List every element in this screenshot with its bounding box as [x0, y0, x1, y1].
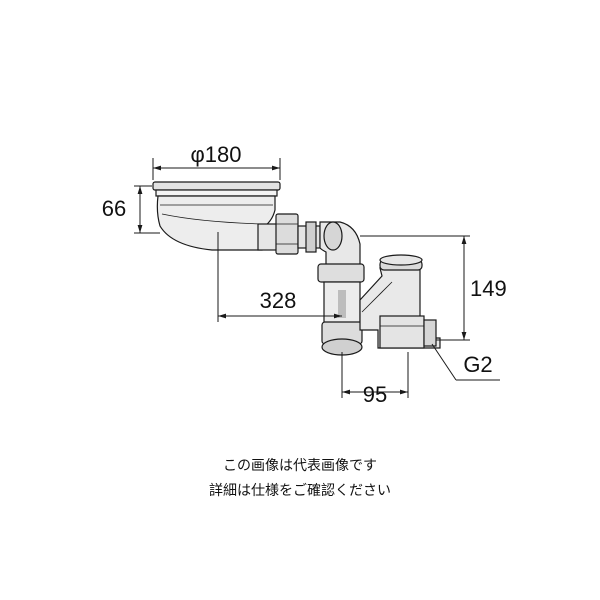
representative-image-note: この画像は代表画像です [223, 458, 377, 474]
dim-trap-width: 95 [363, 382, 387, 407]
dim-basin-height: 66 [102, 196, 126, 221]
dim-thread: G2 [463, 352, 492, 377]
dim-horizontal-length: 328 [260, 288, 297, 313]
dimension-lines [134, 158, 500, 398]
elbow [319, 221, 361, 267]
connector-pipe [257, 213, 321, 255]
trap-body [317, 254, 441, 356]
dim-trap-height: 149 [470, 276, 507, 301]
dim-basin-diameter: φ180 [191, 142, 242, 167]
basin [152, 181, 281, 251]
check-specifications-note: 詳細は仕様をご確認ください [209, 483, 391, 499]
